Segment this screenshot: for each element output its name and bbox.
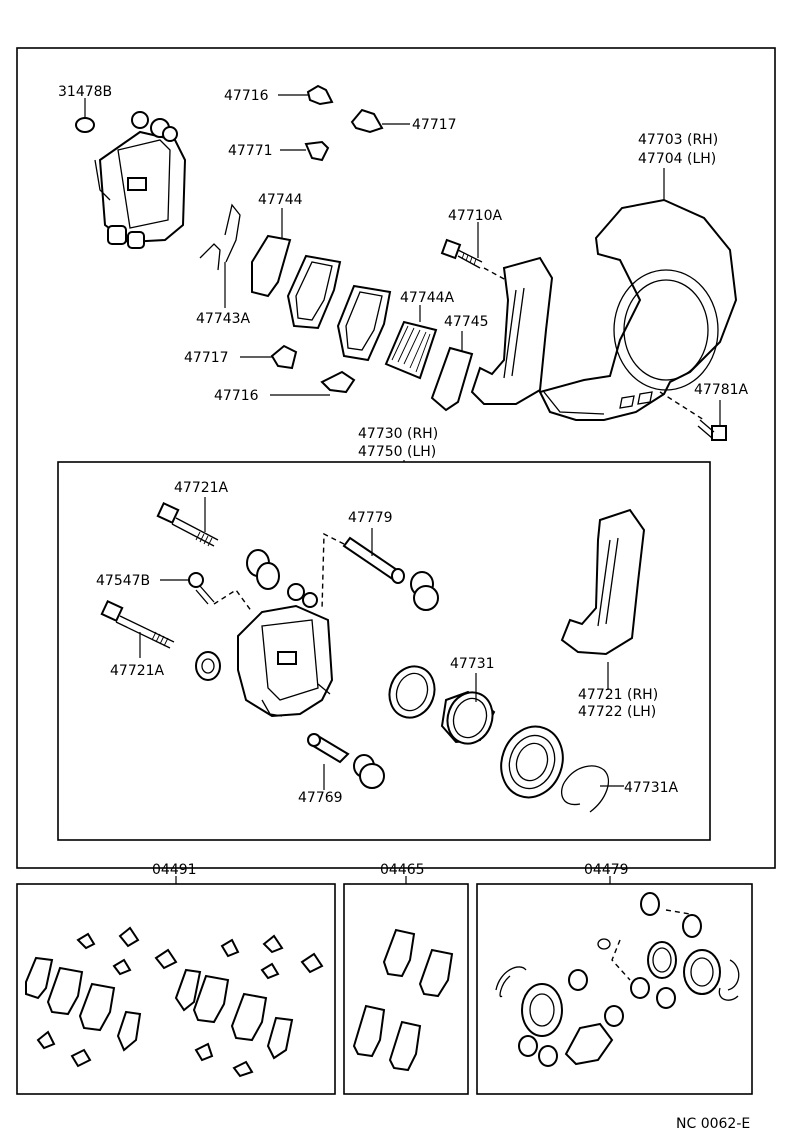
boot-upper-left [246, 549, 280, 590]
shim-47745 [430, 331, 474, 412]
label-47710A: 47710A [448, 208, 503, 224]
seal-ring [388, 665, 436, 719]
kit-04465-contents [352, 876, 454, 1072]
caliper-body [237, 583, 334, 718]
piston-boot [500, 725, 564, 799]
label-47704: 47704 (LH) [638, 151, 716, 167]
document-reference: NC 0062-E [676, 1116, 750, 1132]
label-47716-top: 47716 [224, 88, 269, 104]
label-kit-04479: 04479 [584, 862, 629, 878]
clip-47717-top [350, 108, 410, 134]
label-47730: 47730 (RH) [358, 426, 438, 442]
cap-31478B [75, 98, 95, 133]
label-47717-top: 47717 [412, 117, 457, 133]
bolt-47710A [440, 222, 507, 281]
label-kit-04491: 04491 [152, 862, 197, 878]
bolt-47721A-top [156, 497, 219, 547]
clip-47717-bottom [240, 344, 298, 370]
clip-47716-bottom [270, 370, 356, 396]
label-47721A-bottom: 47721A [110, 663, 165, 679]
label-47744A: 47744A [400, 290, 455, 306]
label-47781A: 47781A [694, 382, 749, 398]
bleeder-47547B [160, 572, 253, 613]
label-47769: 47769 [298, 790, 343, 806]
pad-inner [286, 254, 342, 330]
bolt-47781A [659, 391, 727, 441]
dust-cover [538, 168, 738, 421]
mounting-bracket-47721 [560, 508, 646, 690]
kit-04479-contents [495, 876, 740, 1067]
shim-47744A [384, 305, 438, 380]
piston-47731 [440, 673, 496, 745]
label-47716-bottom: 47716 [214, 388, 259, 404]
clip-47716-top [278, 84, 334, 106]
pad-outer [336, 284, 392, 362]
snap-ring-47731A [560, 765, 624, 813]
mounting-bracket-top [470, 256, 554, 405]
main-frame [16, 47, 776, 869]
spring-47743A [199, 203, 241, 308]
boot-47779 [410, 571, 439, 611]
label-47717-bottom: 47717 [184, 350, 229, 366]
kit-04491-contents [25, 876, 324, 1078]
label-47703: 47703 (RH) [638, 132, 718, 148]
label-kit-04465: 04465 [380, 862, 425, 878]
bolt-47721A-bottom [100, 599, 175, 658]
label-47547B: 47547B [96, 573, 150, 589]
label-47722: 47722 (LH) [578, 704, 656, 720]
pin-47779 [321, 528, 405, 611]
caliper-assembly-frame [57, 461, 711, 841]
label-47750: 47750 (LH) [358, 444, 436, 460]
label-47771: 47771 [228, 143, 273, 159]
boot-lower-left [195, 651, 221, 681]
clip-47771 [280, 140, 330, 162]
pin-47769 [307, 733, 385, 790]
label-47721: 47721 (RH) [578, 687, 658, 703]
label-47731A: 47731A [624, 780, 679, 796]
caliper-top [94, 111, 187, 249]
label-31478B: 31478B [58, 84, 112, 100]
label-47744: 47744 [258, 192, 303, 208]
shim-47744 [251, 208, 292, 298]
label-47721A-top: 47721A [174, 480, 229, 496]
label-47731: 47731 [450, 656, 495, 672]
label-47779: 47779 [348, 510, 393, 526]
kit-04479-frame [476, 883, 753, 1095]
label-47745: 47745 [444, 314, 489, 330]
label-47743A: 47743A [196, 311, 251, 327]
